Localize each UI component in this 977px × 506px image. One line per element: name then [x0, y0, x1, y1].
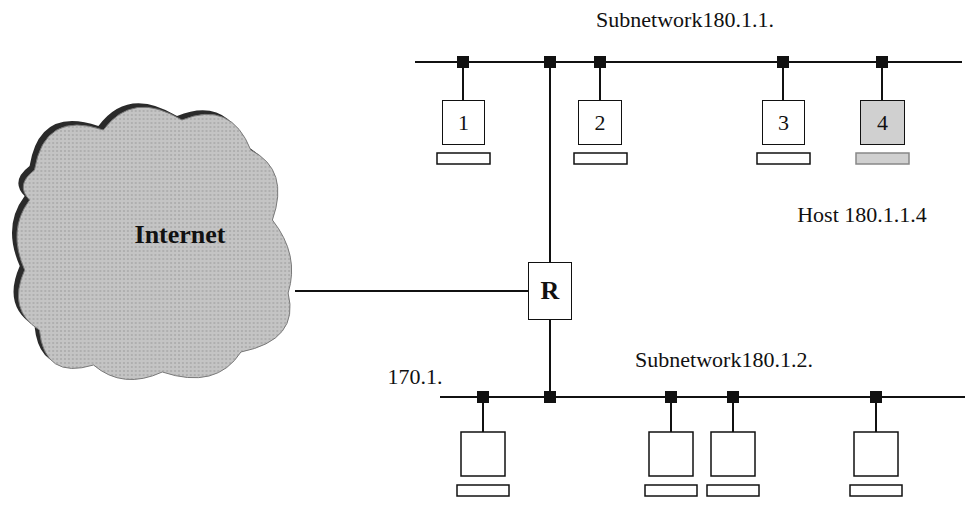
host-box [649, 432, 693, 476]
keyboard [757, 153, 810, 164]
tap-square [477, 391, 489, 403]
keyboard [437, 153, 490, 164]
box-label: 2 [595, 112, 606, 134]
keyboard [457, 485, 509, 496]
tap-square [544, 56, 556, 68]
tap-square [876, 56, 888, 68]
tap-square [870, 391, 882, 403]
keyboard [707, 485, 759, 496]
cloud-shape [17, 107, 292, 379]
tap-square [544, 391, 556, 403]
router-box: R [528, 262, 572, 320]
keyboard [645, 485, 697, 496]
network-label: Subnetwork180.1.2. [635, 349, 813, 371]
host-box: 3 [762, 100, 805, 145]
network-label: Host 180.1.1.4 [797, 204, 927, 226]
box-label: 4 [877, 112, 888, 134]
host-box: 1 [442, 100, 485, 145]
riser-line [549, 62, 551, 262]
box-label: 1 [458, 112, 469, 134]
tap-square [727, 391, 739, 403]
internet-cloud: Internet [5, 90, 295, 390]
bus-line [440, 396, 965, 398]
link-line [295, 290, 528, 292]
keyboard [856, 153, 909, 164]
host-box [854, 432, 898, 476]
cloud-label: Internet [135, 222, 226, 248]
host-box [461, 432, 505, 476]
tap-square [457, 56, 469, 68]
link-label: 170.1. [386, 365, 445, 389]
keyboard [574, 153, 627, 164]
host-box: 4 [860, 100, 905, 145]
tap-square [777, 56, 789, 68]
host-box: 2 [578, 100, 622, 145]
tap-square [665, 391, 677, 403]
keyboard [850, 485, 902, 496]
network-label: Subnetwork180.1.1. [596, 9, 774, 31]
box-label: R [541, 278, 560, 304]
host-box [711, 432, 755, 476]
tap-square [594, 56, 606, 68]
riser-line [549, 320, 551, 397]
box-label: 3 [778, 112, 789, 134]
